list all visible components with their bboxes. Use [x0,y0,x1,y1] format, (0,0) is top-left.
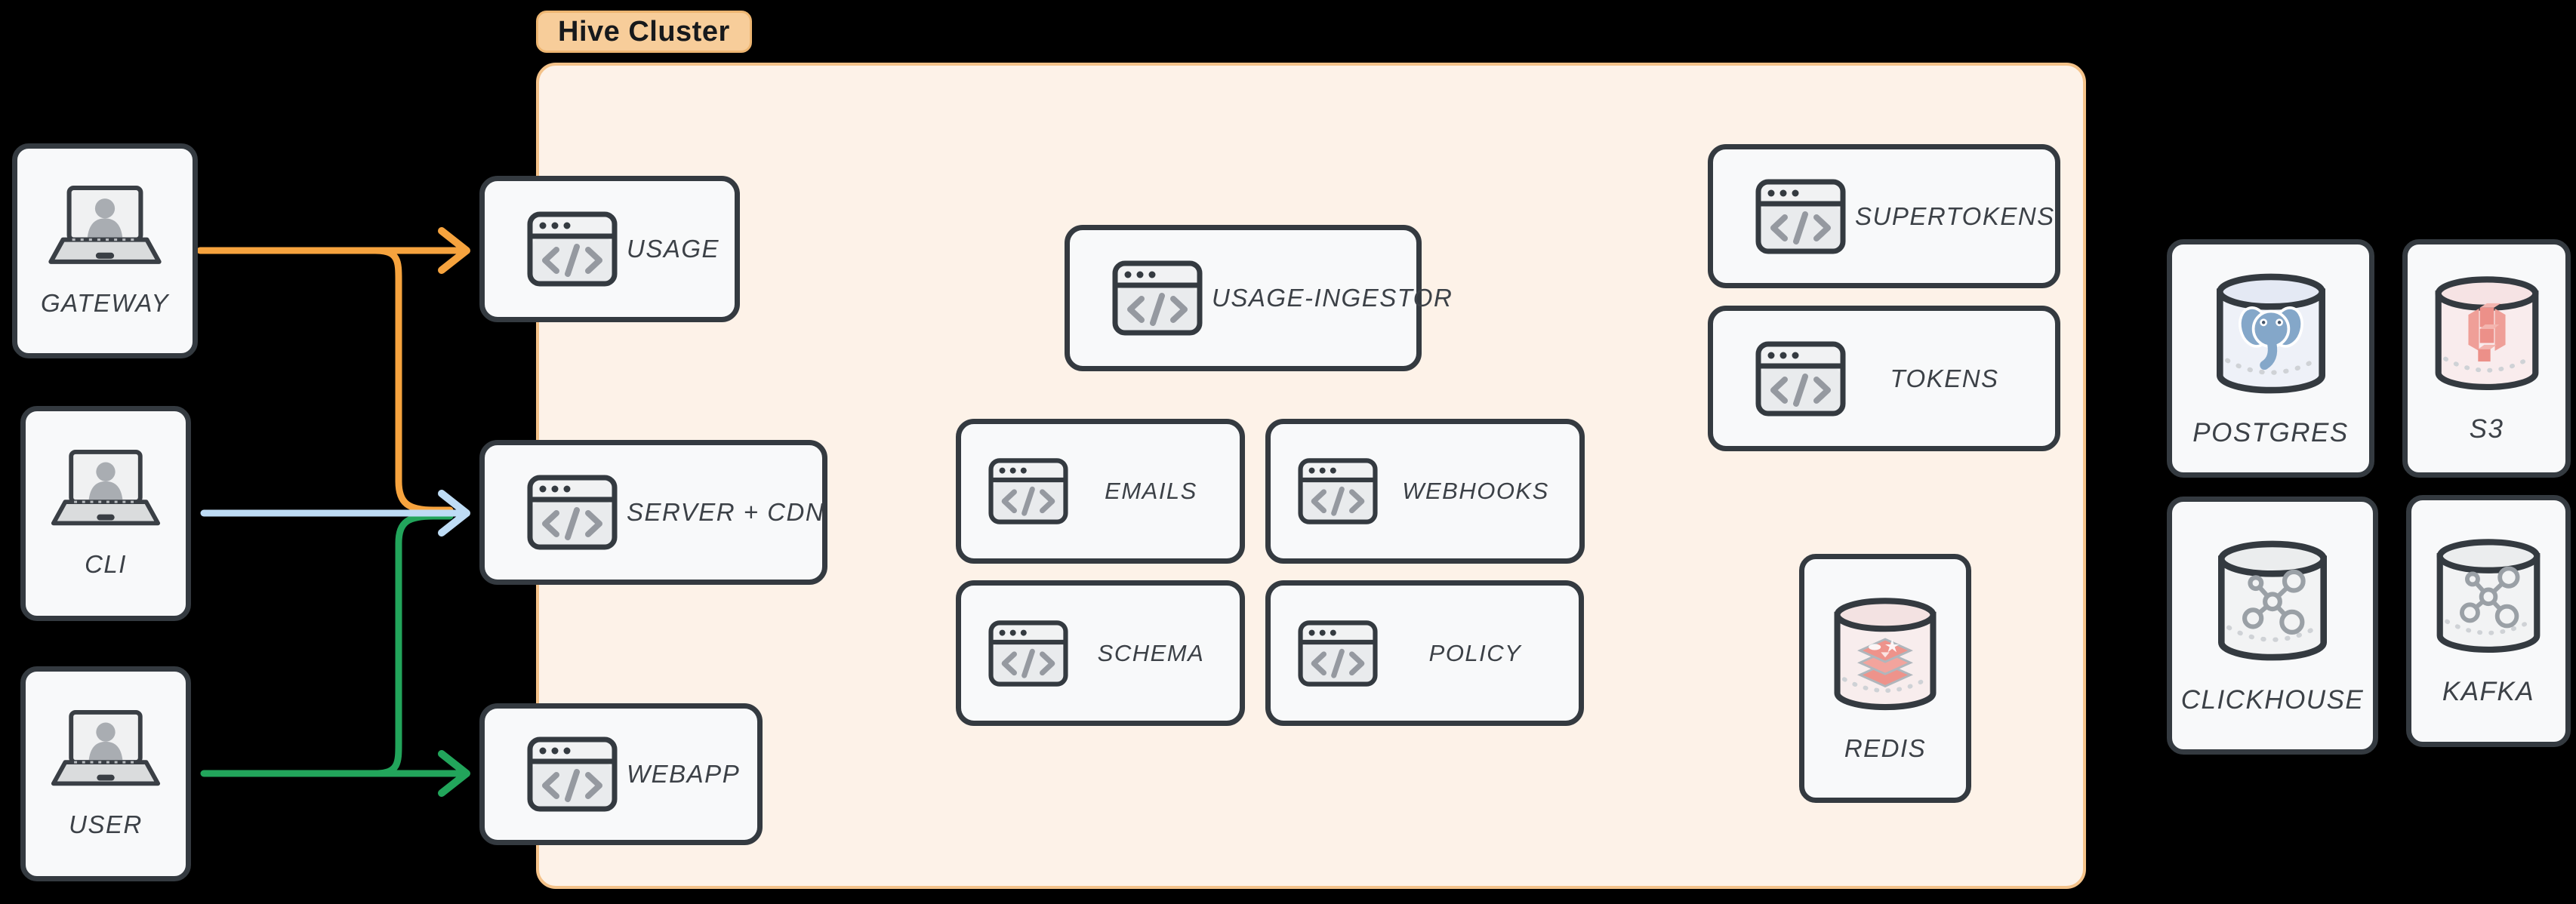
node-label: GATEWAY [40,288,170,317]
arrow-gateway-to-server [371,247,454,514]
service-label: WEBHOOKS [1402,478,1549,504]
service-tokens: TOKENS [1708,306,2060,451]
laptop-user-icon [43,709,168,794]
code-window-icon [988,620,1068,687]
code-window-icon [1298,620,1378,687]
service-webhooks: WEBHOOKS [1265,419,1585,564]
node-label: CLICKHOUSE [2180,684,2365,715]
postgres-database-icon [2211,269,2331,401]
node-label: POSTGRES [2192,417,2349,447]
node-label: USER [69,810,143,838]
arrow-user-to-webapp [200,750,470,797]
service-redis: REDIS [1799,554,1971,803]
service-label: POLICY [1428,639,1522,666]
laptop-user-icon [43,449,168,533]
hive-cluster-label: Hive Cluster [536,11,752,53]
hive-cluster-label-text: Hive Cluster [558,15,730,48]
code-window-icon [1112,260,1203,336]
node-user: USER [20,666,191,881]
service-label: SUPERTOKENS [1855,201,2055,230]
node-cli: CLI [20,406,191,621]
laptop-user-icon [40,185,170,272]
service-server-cdn: SERVER + CDN [479,440,827,585]
kafka-database-icon [2431,535,2546,660]
datastore-kafka: KAFKA [2406,495,2571,747]
node-label: REDIS [1844,734,1927,762]
node-gateway: GATEWAY [12,143,198,358]
code-window-icon [527,736,618,812]
service-label: USAGE [627,235,720,263]
service-emails: EMAILS [956,419,1245,564]
code-window-icon [527,211,618,287]
service-label: USAGE-INGESTOR [1212,284,1453,312]
service-label: WEBAPP [627,760,741,788]
code-window-icon [988,457,1068,525]
arrow-cli-to-server [200,490,470,537]
service-supertokens: SUPERTOKENS [1708,144,2060,288]
service-label: SERVER + CDN [627,498,825,526]
datastore-postgres: POSTGRES [2167,239,2374,478]
node-label: CLI [85,549,127,578]
redis-database-icon [1829,594,1942,718]
service-label: SCHEMA [1097,639,1205,666]
datastore-s3: S3 [2402,239,2571,478]
code-window-icon [1755,179,1846,254]
service-policy: POLICY [1265,580,1584,726]
node-label: S3 [2469,414,2504,444]
clickhouse-database-icon [2212,537,2333,669]
node-label: KAFKA [2442,677,2535,706]
code-window-icon [527,475,618,550]
service-label: TOKENS [1890,364,1999,392]
service-label: EMAILS [1105,478,1197,504]
code-window-icon [1755,341,1846,417]
service-usage-ingestor: USAGE-INGESTOR [1065,225,1452,371]
code-window-icon [1298,457,1378,525]
arrow-user-to-server [371,512,454,777]
arrow-gateway-to-usage [196,227,470,274]
s3-database-icon [2430,272,2544,398]
service-webapp: WEBAPP [479,703,763,845]
service-schema: SCHEMA [956,580,1245,726]
datastore-clickhouse: CLICKHOUSE [2167,497,2378,755]
service-usage: USAGE [479,176,740,322]
